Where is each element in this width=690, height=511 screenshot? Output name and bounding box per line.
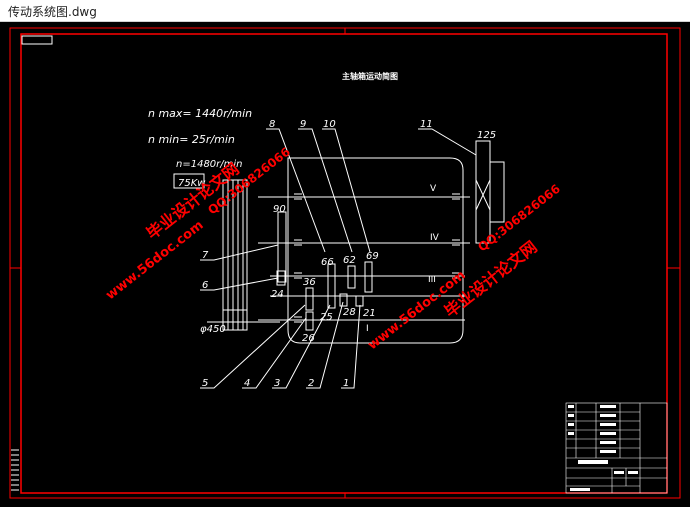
shafts bbox=[258, 196, 470, 321]
gear-21: 21 bbox=[363, 308, 376, 319]
part-label-2: 2 bbox=[308, 378, 314, 389]
title-block-fill bbox=[568, 405, 638, 491]
gear-26: 26 bbox=[302, 333, 315, 344]
bearing-marks bbox=[294, 193, 460, 323]
motor-box bbox=[173, 173, 205, 189]
window-titlebar: 传动系统图.dwg bbox=[0, 0, 690, 22]
gear-90: 90 bbox=[273, 204, 286, 215]
gear-66: 66 bbox=[321, 257, 334, 268]
title-block bbox=[565, 402, 668, 494]
gear-24: 24 bbox=[271, 289, 284, 300]
part-label-4: 4 bbox=[244, 378, 250, 389]
belt-drive bbox=[207, 179, 280, 331]
part-label-3: 3 bbox=[274, 378, 280, 389]
watermark-qq-2: QQ:306826066 bbox=[475, 182, 563, 255]
gear-69: 69 bbox=[366, 251, 379, 262]
pulley-diameter: φ450 bbox=[200, 324, 226, 335]
gear-25: 25 bbox=[320, 312, 333, 323]
inner-frame bbox=[20, 33, 668, 494]
gear-125: 125 bbox=[477, 130, 496, 141]
gear-28: 28 bbox=[343, 307, 356, 318]
speed-min: n min= 25r/min bbox=[148, 133, 235, 146]
window-title: 传动系统图.dwg bbox=[8, 5, 97, 19]
shaft-label-iv: IV bbox=[430, 233, 440, 243]
leader-lines bbox=[200, 128, 477, 389]
spindle-pulley bbox=[475, 140, 505, 244]
watermarks: 毕业设计论文网 www.56doc.com QQ:306826066 毕业设计论… bbox=[103, 145, 563, 354]
gears bbox=[276, 211, 373, 331]
part-label-5: 5 bbox=[202, 378, 208, 389]
gear-62: 62 bbox=[343, 255, 356, 266]
part-label-9: 9 bbox=[300, 119, 306, 130]
shaft-label-v: V bbox=[430, 184, 437, 194]
shaft-label-iii: III bbox=[428, 275, 436, 285]
motor-speed: n=1480r/min bbox=[176, 159, 243, 170]
margin-ruler bbox=[11, 449, 19, 491]
part-label-1: 1 bbox=[343, 378, 349, 389]
cad-drawing-canvas[interactable]: 主轴箱运动简图 n max= 1440r/min n min= 25r/min … bbox=[0, 22, 690, 507]
drawing-heading: 主轴箱运动简图 bbox=[342, 71, 398, 81]
corner-tag bbox=[21, 35, 53, 45]
part-label-6: 6 bbox=[202, 280, 208, 291]
part-label-7: 7 bbox=[202, 250, 209, 261]
part-label-10: 10 bbox=[323, 119, 336, 130]
shaft-label-i: I bbox=[366, 324, 369, 334]
part-label-11: 11 bbox=[420, 119, 433, 130]
part-label-8: 8 bbox=[269, 119, 275, 130]
speed-max: n max= 1440r/min bbox=[148, 107, 252, 120]
motor-label: 75Kw bbox=[178, 178, 206, 189]
drawing-svg: 主轴箱运动简图 n max= 1440r/min n min= 25r/min … bbox=[9, 27, 681, 499]
gear-36: 36 bbox=[303, 277, 316, 288]
